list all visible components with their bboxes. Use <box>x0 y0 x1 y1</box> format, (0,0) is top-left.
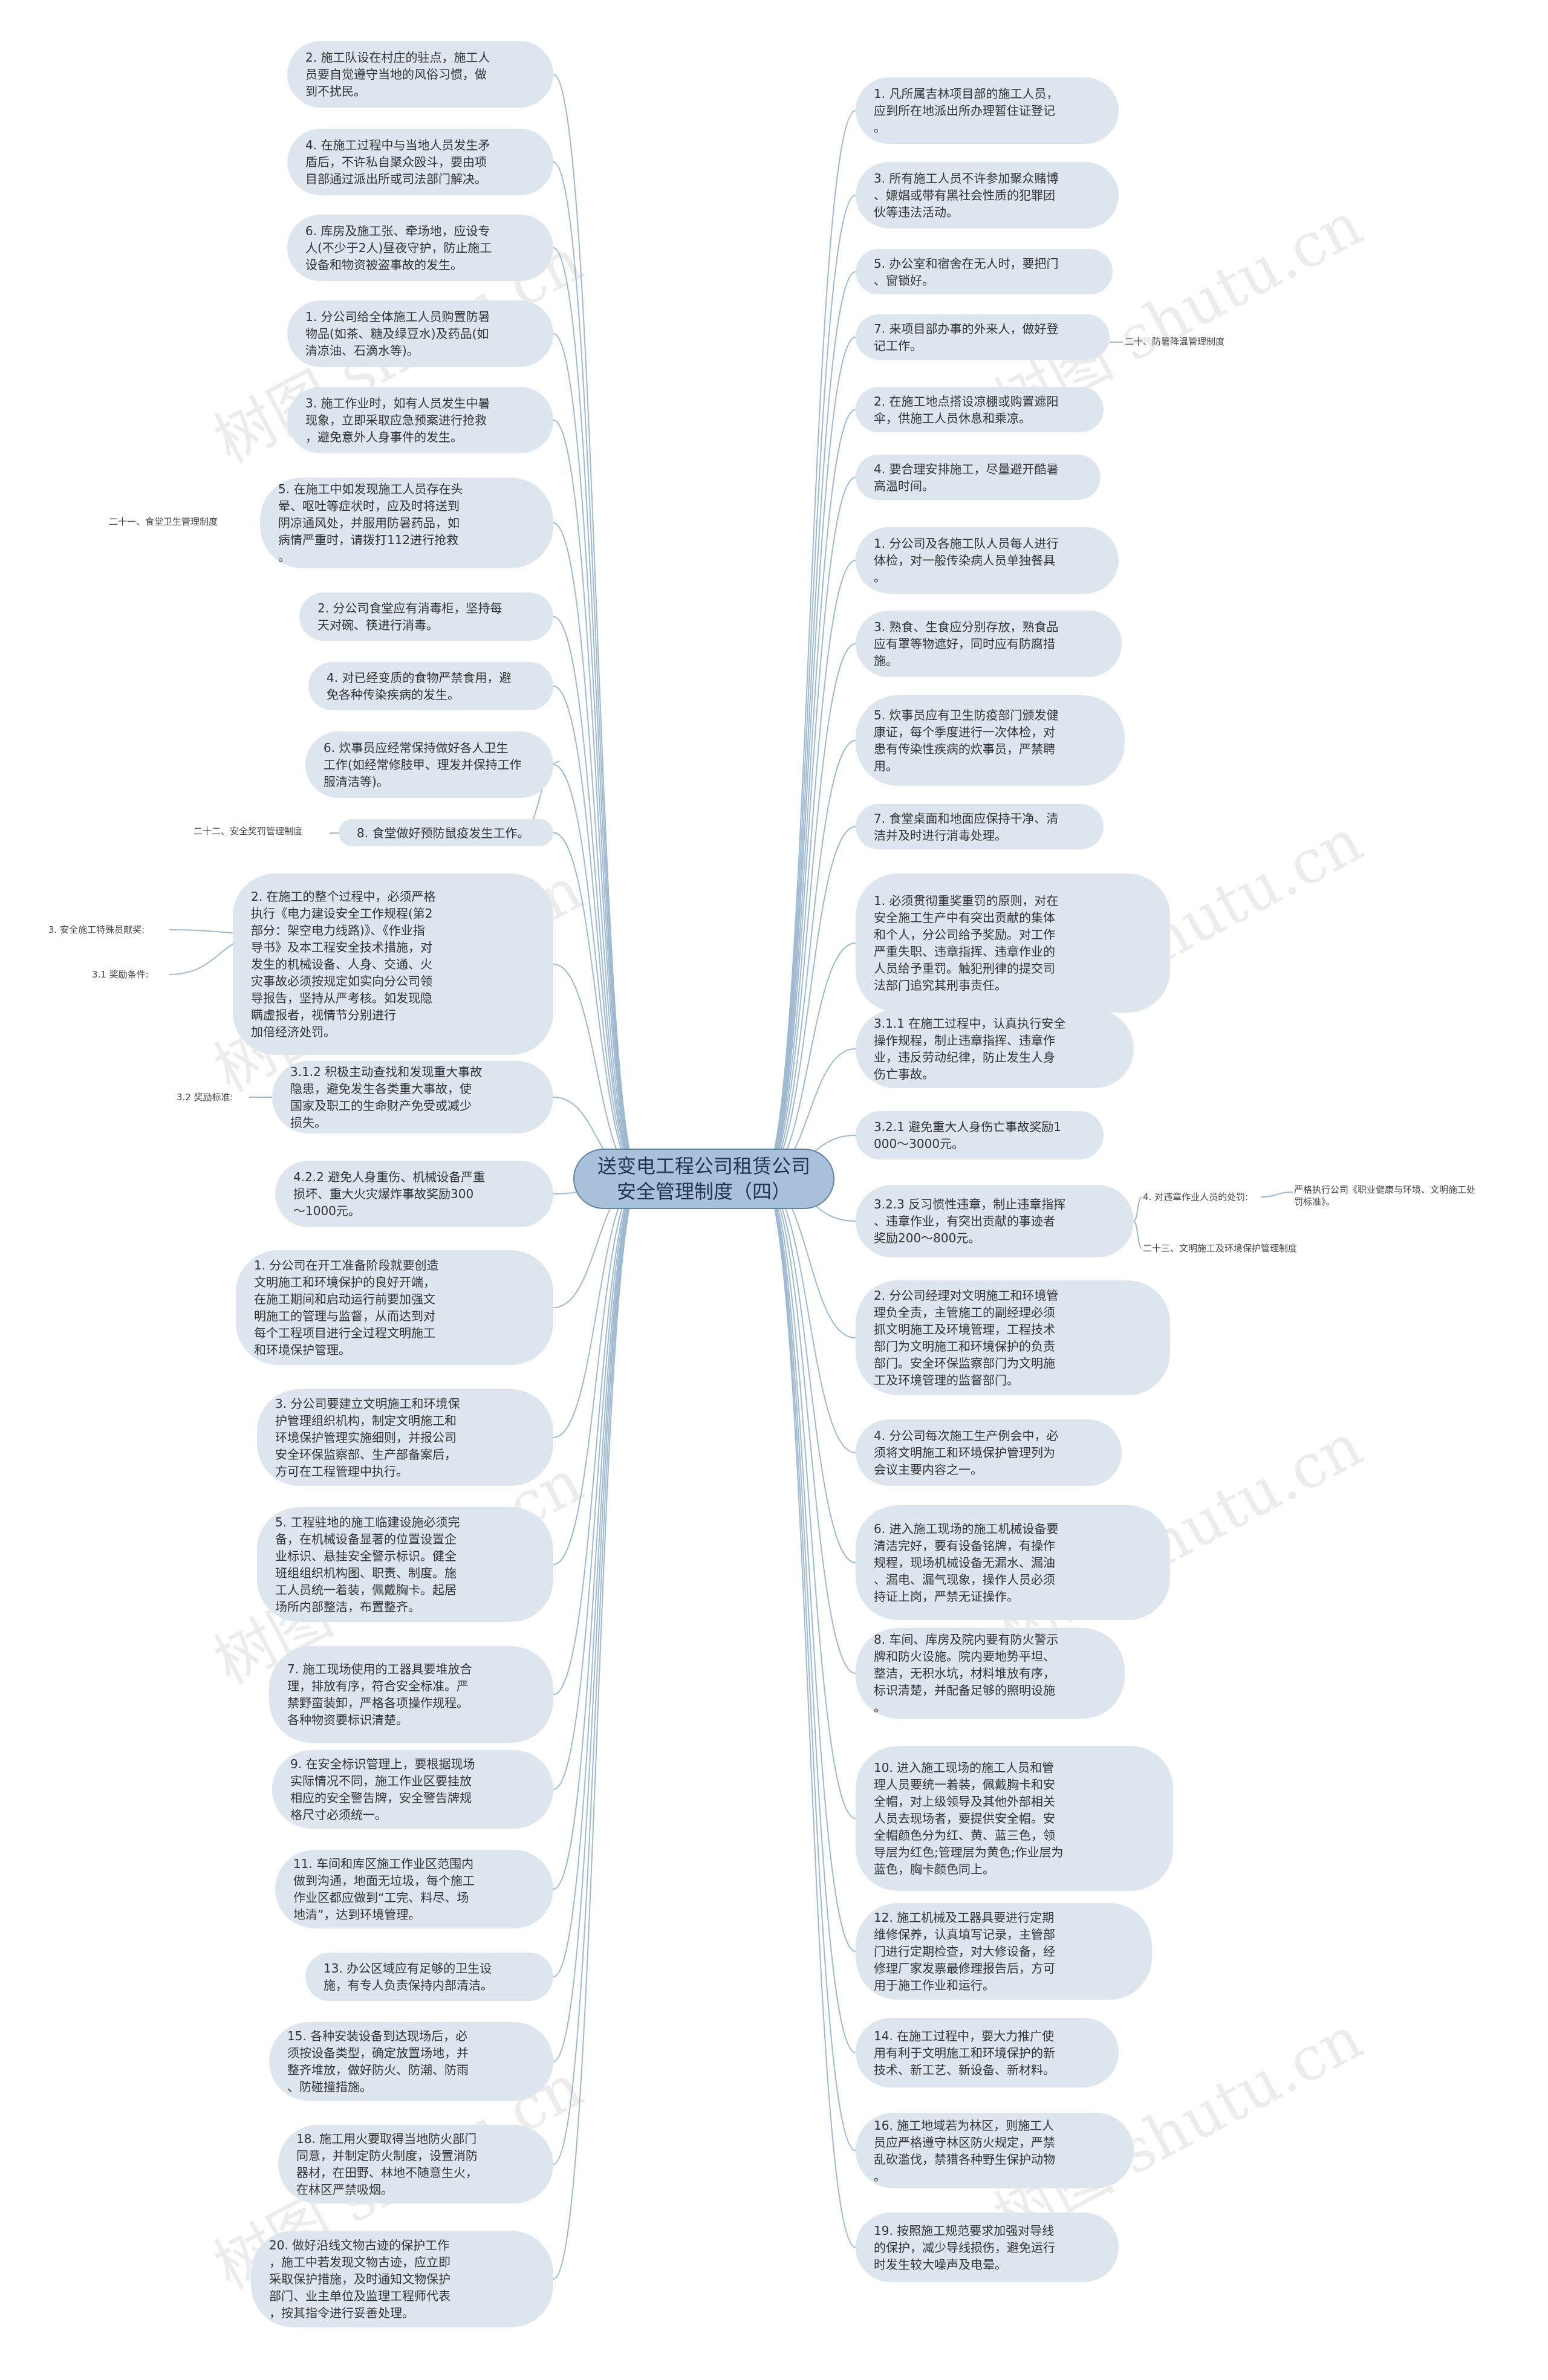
label-reward-conditions[interactable]: 3.1 奖励条件: <box>92 969 149 980</box>
left-connector <box>553 1178 642 1695</box>
left-connector <box>553 1178 642 2062</box>
left-topic-node-22[interactable]: 18. 施工用火要取得当地防火部门 同意，并制定防火制度，设置消防 器材，在田野… <box>278 2125 553 2203</box>
left-connector <box>553 247 642 1179</box>
right-topic-node-14[interactable]: 3.2.3 反习惯性违章，制止违章指挥 、违章作业，有突出贡献的事迹者 奖励20… <box>856 1185 1134 1257</box>
right-topic-node-10[interactable]: 7. 食堂桌面和地面应保持干净、清 洁并及时进行消毒处理。 <box>856 804 1104 849</box>
right-connector <box>761 476 856 1179</box>
label-civilized-construction[interactable]: 二十三、文明施工及环境保护管理制度 <box>1143 1243 1298 1254</box>
right-connector <box>761 195 856 1179</box>
left-topic-node-18[interactable]: 9. 在安全标识管理上，要根据现场 实际情况不同，施工作业区要挂放 相应的安全警… <box>272 1750 553 1829</box>
left-topic-node-12[interactable]: 3.1.2 积极主动查找和发现重大事故 隐患，避免发生各类重大事故，使 国家及职… <box>272 1061 553 1133</box>
right-connector <box>761 1178 856 1952</box>
right-connector <box>761 1178 856 1453</box>
left-topic-node-16[interactable]: 5. 工程驻地的施工临建设施必须完 备，在机械设备显著的位置设置企 业标识、悬挂… <box>257 1507 553 1622</box>
right-topic-node-8[interactable]: 3. 熟食、生食应分别存放，熟食品 应有罩等物遮好，同时应有防腐措 施。 <box>856 611 1122 677</box>
label-food-hygiene[interactable]: 二十一、食堂卫生管理制度 <box>109 516 218 527</box>
right-topic-node-21[interactable]: 14. 在施工过程中，要大力推广使 用有利于文明施工和环境保护的新 技术、新工艺… <box>856 2018 1119 2087</box>
label-connector <box>1133 1221 1142 1249</box>
left-connector <box>553 764 642 1179</box>
left-topic-node-7[interactable]: 2. 分公司食堂应有消毒柜，坚持每 天对碗、筷进行消毒。 <box>299 592 553 641</box>
left-topic-node-5[interactable]: 3. 施工作业时，如有人员发生中暑 现象，立即采取应急预案进行抢救 ，避免意外人… <box>287 387 553 453</box>
left-connector <box>553 616 642 1179</box>
right-topic-node-6[interactable]: 4. 要合理安排施工，尽量避开酷暑 高温时间。 <box>856 455 1101 500</box>
left-connector <box>553 964 642 1179</box>
right-connector <box>761 1178 856 2054</box>
left-topic-node-20[interactable]: 13. 办公区域应有足够的卫生设 施，有专人负责保持内部清洁。 <box>305 1953 553 2001</box>
left-topic-node-2[interactable]: 4. 在施工过程中与当地人员发生矛 盾后，不许私自聚众殴斗，要由项 目部通过派出… <box>287 129 553 195</box>
label-reward-standard[interactable]: 3.2 奖励标准: <box>177 1092 233 1103</box>
left-connector <box>553 333 642 1179</box>
left-connector <box>553 420 642 1179</box>
label-violation-penalty[interactable]: 4. 对违章作业人员的处罚: <box>1143 1192 1249 1202</box>
left-connector <box>553 74 642 1179</box>
label-heatstroke[interactable]: 二十、防暑降温管理制度 <box>1125 336 1225 347</box>
left-connector <box>553 161 642 1179</box>
left-topic-node-15[interactable]: 3. 分公司要建立文明施工和环境保 护管理组织机构，制定文明施工和 环境保护管理… <box>257 1389 553 1486</box>
right-connector <box>761 560 856 1179</box>
right-topic-node-20[interactable]: 12. 施工机械及工器具要进行定期 维修保养，认真填写记录，主管部 门进行定期检… <box>856 1903 1152 2000</box>
right-topic-node-23[interactable]: 19. 按照施工规范要求加强对导线 的保护，减少导线损伤，避免运行 时发生较大噪… <box>856 2213 1119 2282</box>
right-connector <box>761 942 856 1179</box>
left-topic-node-10[interactable]: 8. 食堂做好预防鼠疫发生工作。 <box>339 819 553 846</box>
label-connector <box>1260 1192 1293 1198</box>
right-connector <box>761 1178 856 1674</box>
right-topic-node-9[interactable]: 5. 炊事员应有卫生防疫部门颁发健 康证，每个季度进行一次体检，对 患有传染性疾… <box>856 695 1125 786</box>
left-topic-node-1[interactable]: 2. 施工队设在村庄的驻点，施工人 员要自觉遵守当地的风俗习惯，做 到不扰民。 <box>287 41 553 108</box>
right-connector <box>761 271 856 1179</box>
right-connector <box>761 1178 856 2151</box>
left-topic-node-17[interactable]: 7. 施工现场使用的工器具要堆放合 理，排放有序，符合安全标准。严 禁野蛮装卸，… <box>269 1646 553 1743</box>
left-topic-node-8[interactable]: 4. 对已经变质的食物严禁食用，避 免各种传染疾病的发生。 <box>308 662 553 710</box>
left-connector <box>553 1178 642 1977</box>
left-topic-node-6[interactable]: 5. 在施工中如发现施工人员存在头 晕、呕吐等症状时，应及时将送到 阴凉通风处，… <box>260 478 553 568</box>
left-topic-node-23[interactable]: 20. 做好沿线文物古迹的保护工作 ，施工中若发现文物古迹，应立即 采取保护措施… <box>251 2231 553 2327</box>
right-topic-node-3[interactable]: 5. 办公室和宿舍在无人时，要把门 、窗锁好。 <box>856 249 1113 294</box>
right-topic-node-12[interactable]: 3.1.1 在施工过程中，认真执行安全 操作规程，制止违章指挥、违章作 业，违反… <box>856 1010 1134 1088</box>
right-connector <box>761 110 856 1179</box>
right-topic-node-4[interactable]: 7. 来项目部办事的外来人，做好登 记工作。 <box>856 314 1110 360</box>
left-topic-node-3[interactable]: 6. 库房及施工张、牵场地，应设专 人(不少于2人)昼夜守护，防止施工 设备和物… <box>287 215 553 281</box>
right-topic-node-2[interactable]: 3. 所有施工人员不许参加聚众赌博 、嫖娼或带有黑社会性质的犯罪团 伙等违法活动… <box>856 162 1119 229</box>
left-topic-node-4[interactable]: 1. 分公司给全体施工人员购置防暑 物品(如茶、糖及绿豆水)及药品(如 清凉油、… <box>287 300 553 367</box>
right-topic-node-19[interactable]: 10. 进入施工现场的施工人员和管 理人员要统一着装，佩戴胸卡和安 全帽，对上级… <box>856 1746 1173 1891</box>
right-connector <box>761 1178 856 2248</box>
left-connector <box>553 522 642 1179</box>
central-topic[interactable]: 送变电工程公司租赁公司 安全管理制度（四） <box>573 1149 834 1209</box>
left-topic-node-19[interactable]: 11. 车间和库区施工作业区范围内 做到沟通，地面无垃圾，每个施工 作业区都应做… <box>275 1850 553 1928</box>
right-topic-node-5[interactable]: 2. 在施工地点搭设凉棚或购置遮阳 伞，供施工人员休息和乘凉。 <box>856 387 1104 432</box>
right-topic-node-17[interactable]: 6. 进入施工现场的施工机械设备要 清洁完好，要有设备铭牌，有操作 规程，现场机… <box>856 1505 1170 1620</box>
right-topic-node-18[interactable]: 8. 车间、库房及院内要有防火警示 牌和防火设施。院内要地势平坦、 整洁，无积水… <box>856 1628 1125 1719</box>
left-topic-node-21[interactable]: 15. 各种安装设备到达现场后，必 须按设备类型，确定放置场地，并 整齐堆放，做… <box>269 2022 553 2101</box>
left-connector <box>553 686 642 1179</box>
left-connector <box>553 832 642 1179</box>
label-connector <box>1133 1196 1142 1222</box>
left-connector <box>553 1178 642 1438</box>
right-topic-node-11[interactable]: 1. 必须贯彻重奖重罚的原则，对在 安全施工生产中有突出贡献的集体 和个人，分公… <box>856 874 1170 1013</box>
label-special-contribution[interactable]: 3. 安全施工特殊员献奖: <box>48 924 145 935</box>
left-topic-node-11[interactable]: 2. 在施工的整个过程中，必须严格 执行《电力建设安全工作规程(第2 部分：架空… <box>233 874 553 1055</box>
right-topic-node-16[interactable]: 4. 分公司每次施工生产例会中，必 须将文明施工和环境保护管理列为 会议主要内容… <box>856 1419 1122 1486</box>
label-penalty-standard[interactable]: 严格执行公司《职业健康与环境、文明施工处 罚标准》。 <box>1294 1184 1476 1207</box>
left-topic-node-14[interactable]: 1. 分公司在开工准备阶段就要创造 文明施工和环境保护的良好开端， 在施工期间和… <box>236 1250 553 1365</box>
left-topic-node-13[interactable]: 4.2.2 避免人身重伤、机械设备严重 损坏、重大火灾爆炸事故奖励300 ～10… <box>275 1161 553 1227</box>
right-topic-node-22[interactable]: 16. 施工地域若为林区，则施工人 员应严格遵守林区防火规定，严禁 乱砍滥伐，禁… <box>856 2113 1134 2188</box>
left-connector <box>553 1178 642 1890</box>
left-connector <box>553 1178 642 1565</box>
left-connector <box>553 1178 642 2165</box>
right-connector <box>761 409 856 1179</box>
right-topic-node-7[interactable]: 1. 分公司及各施工队人员每人进行 体检，对一般传染病人员单独餐具 。 <box>856 527 1119 594</box>
right-connector <box>761 740 856 1179</box>
label-safety-reward[interactable]: 二十二、安全奖罚管理制度 <box>194 826 303 837</box>
right-topic-node-15[interactable]: 2. 分公司经理对文明施工和环境管 理负全责，主管施工的副经理必须 抓文明施工及… <box>856 1280 1170 1395</box>
right-topic-node-1[interactable]: 1. 凡所属吉林项目部的施工人员， 应到所在地派出所办理暂住证登记 。 <box>856 77 1119 144</box>
right-connector <box>761 1178 856 1563</box>
left-connector <box>553 1178 642 1790</box>
right-connector <box>761 826 856 1179</box>
left-connector <box>553 1178 642 2280</box>
left-topic-node-9[interactable]: 6. 炊事员应经常保持做好各人卫生 工作(如经常修肢甲、理发并保持工作 服清洁等… <box>305 731 553 798</box>
right-topic-node-13[interactable]: 3.2.1 避免重大人身伤亡事故奖励1 000～3000元。 <box>856 1111 1104 1159</box>
right-connector <box>761 1178 856 1819</box>
right-connector <box>761 643 856 1179</box>
right-connector <box>761 336 856 1179</box>
